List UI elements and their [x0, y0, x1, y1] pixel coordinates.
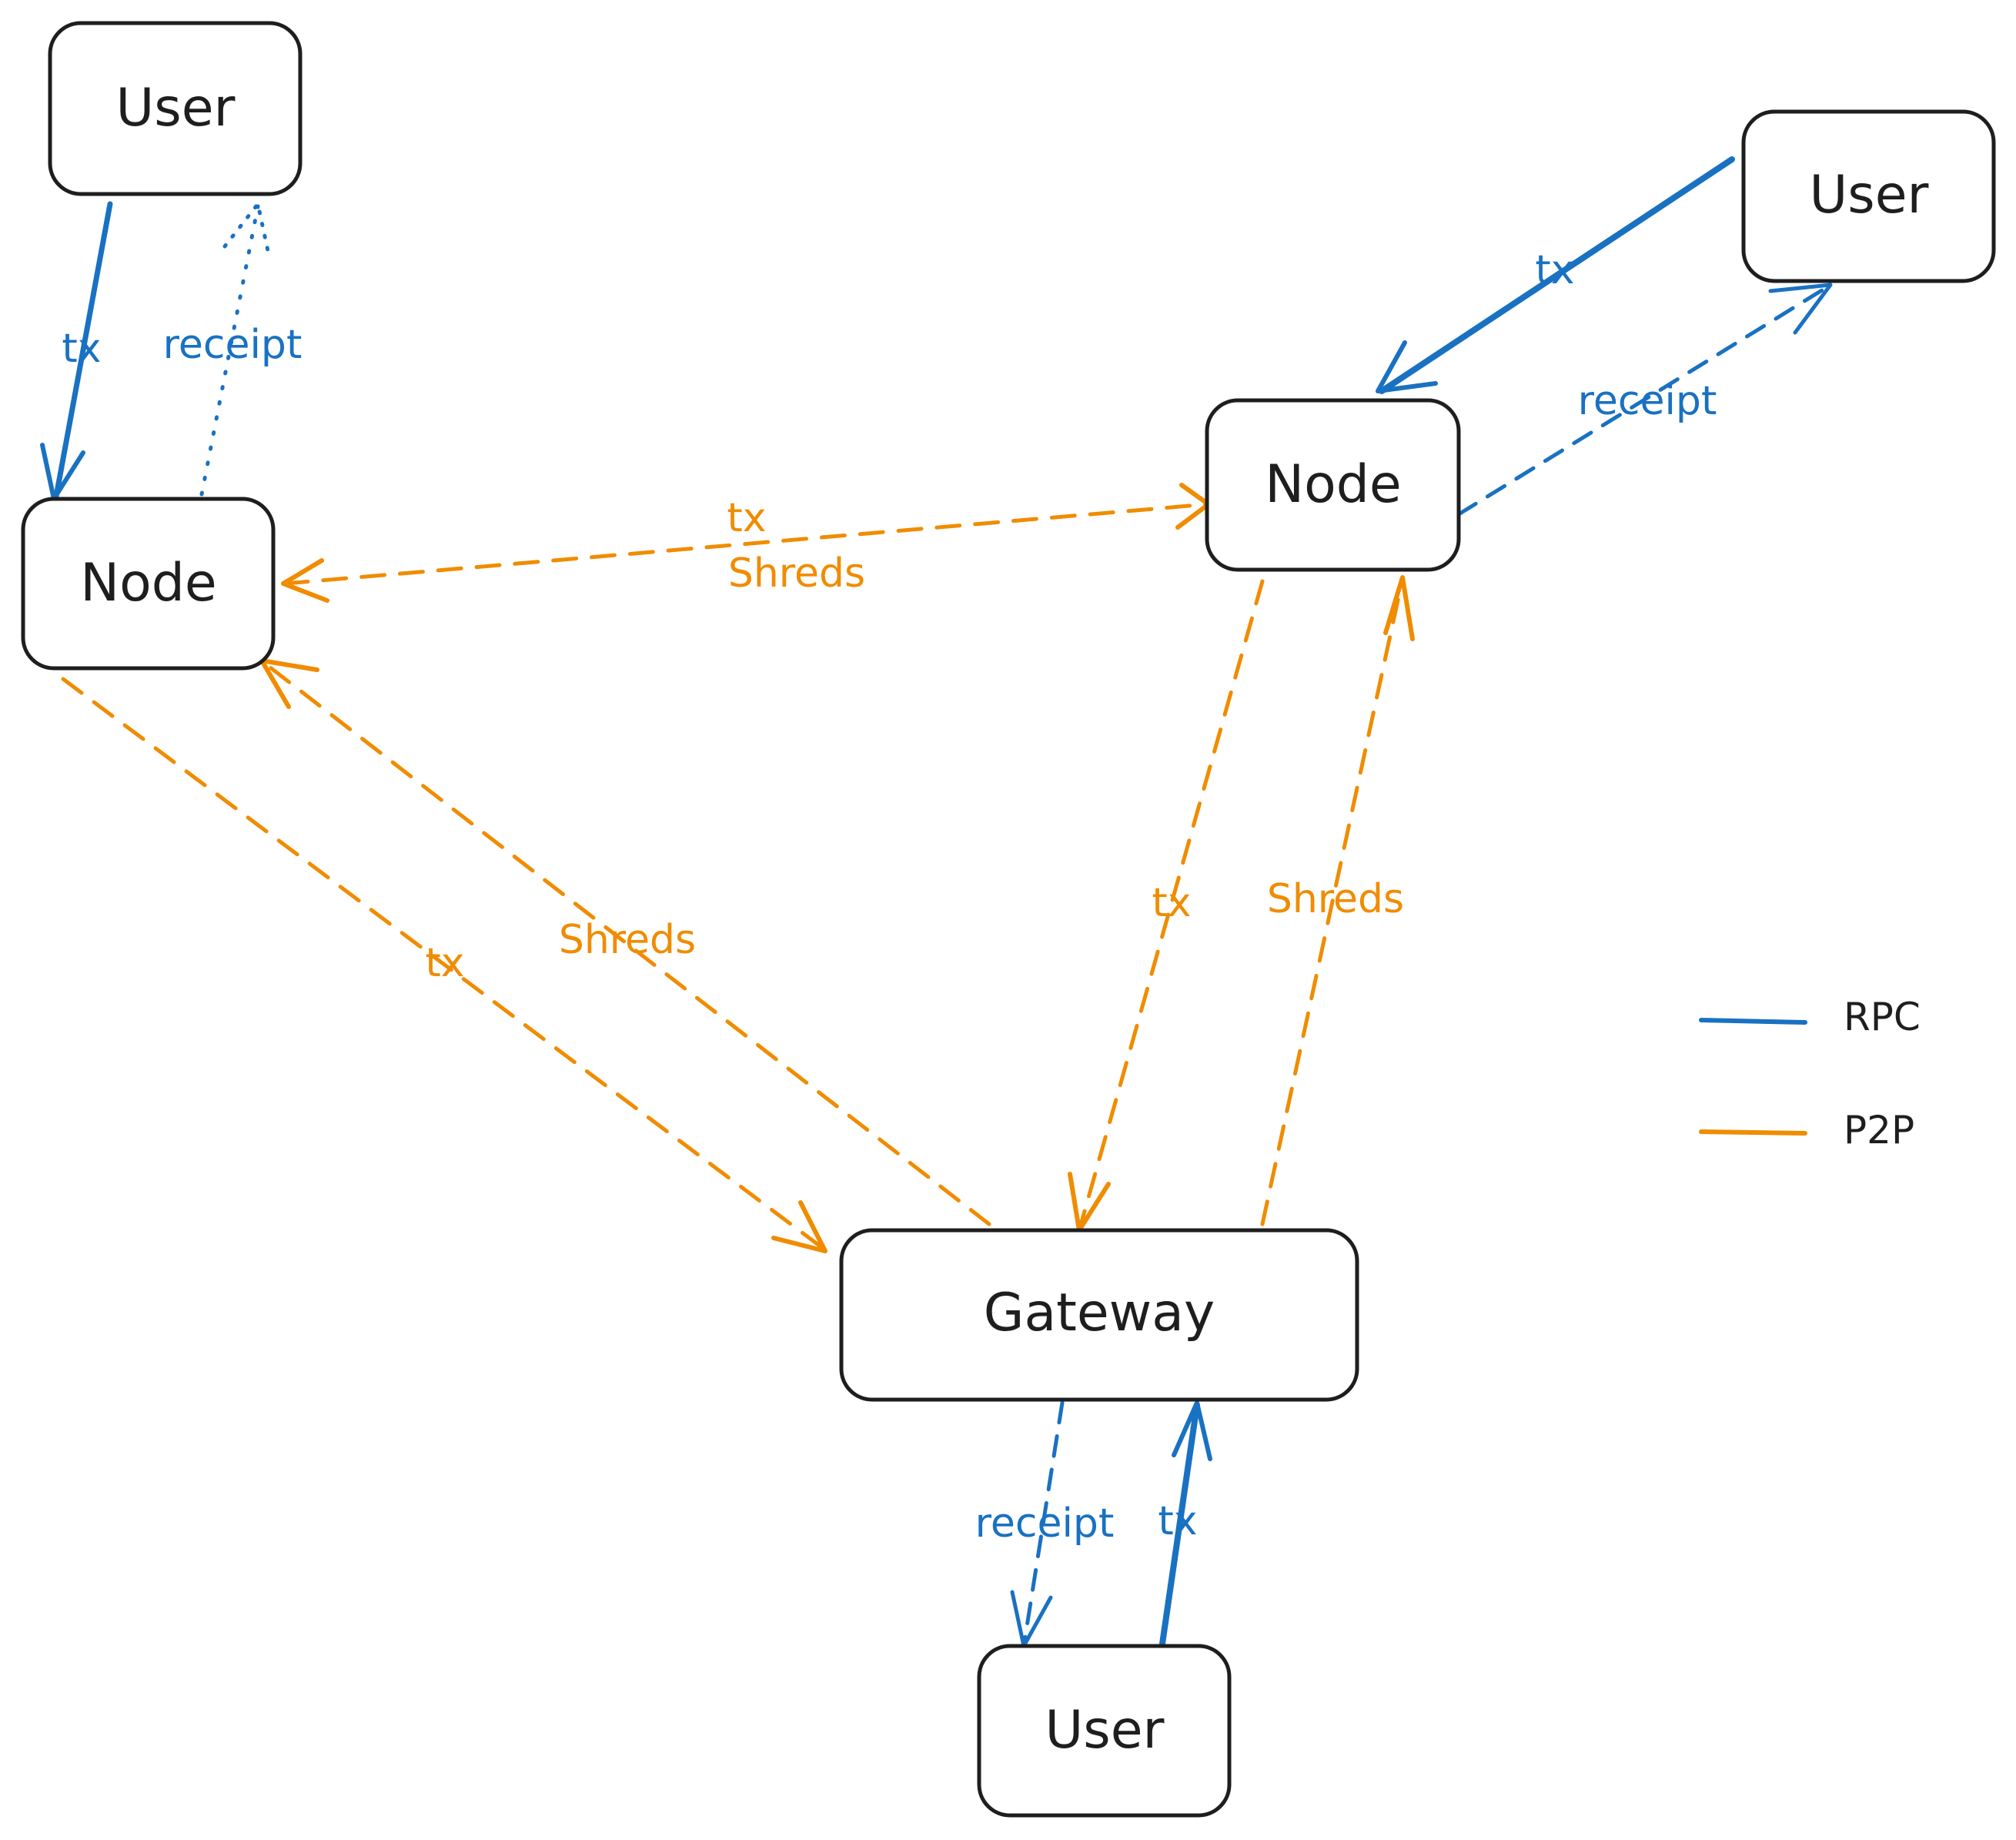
edge-left-gateway-tx	[61, 677, 827, 1253]
label-right-gateway-shreds: Shreds	[1267, 876, 1404, 922]
label-bottom-tx: tx	[1158, 1498, 1197, 1544]
label-node-node-tx: tx	[727, 495, 766, 541]
legend-label-rpc: RPC	[1844, 995, 1921, 1039]
node-box-right: Node	[1205, 398, 1461, 572]
label-right-user-tx: tx	[1535, 247, 1574, 293]
node-label-right: Node	[1265, 454, 1401, 515]
legend-item-p2p: P2P	[1699, 1108, 1914, 1153]
legend-swatch-p2p	[1699, 1129, 1807, 1136]
label-node-node-shreds: Shreds	[728, 550, 865, 597]
edge-left-receipt	[199, 202, 272, 497]
label-bottom-receipt: receipt	[975, 1500, 1115, 1547]
label-left-user-tx: tx	[62, 326, 101, 372]
edge-right-user-tx	[1376, 156, 1735, 394]
label-right-receipt: receipt	[1578, 378, 1717, 424]
user-label-bottom: User	[1045, 1700, 1165, 1761]
label-left-receipt: receipt	[163, 322, 303, 368]
edge-right-gateway-shreds	[1260, 575, 1415, 1226]
legend-item-rpc: RPC	[1699, 995, 1921, 1039]
edge-bottom-tx	[1159, 1400, 1212, 1647]
label-right-gateway-tx: tx	[1152, 880, 1191, 926]
node-label-left: Node	[80, 553, 216, 614]
user-label-top-right: User	[1810, 165, 1929, 226]
edge-right-receipt	[1456, 283, 1833, 517]
user-box-top-left: User	[48, 21, 303, 196]
label-left-gateway-shreds: Shreds	[559, 917, 696, 963]
gateway-label: Gateway	[984, 1283, 1215, 1343]
user-box-top-right: User	[1741, 109, 1996, 283]
legend-label-p2p: P2P	[1844, 1108, 1914, 1153]
legend-swatch-rpc	[1699, 1018, 1807, 1025]
gateway-box: Gateway	[839, 1228, 1359, 1402]
label-left-gateway-tx: tx	[425, 940, 464, 986]
legend: RPC P2P	[1699, 995, 1921, 1153]
user-box-bottom: User	[977, 1644, 1232, 1818]
user-label-top-left: User	[116, 78, 236, 139]
node-box-left: Node	[21, 497, 276, 671]
